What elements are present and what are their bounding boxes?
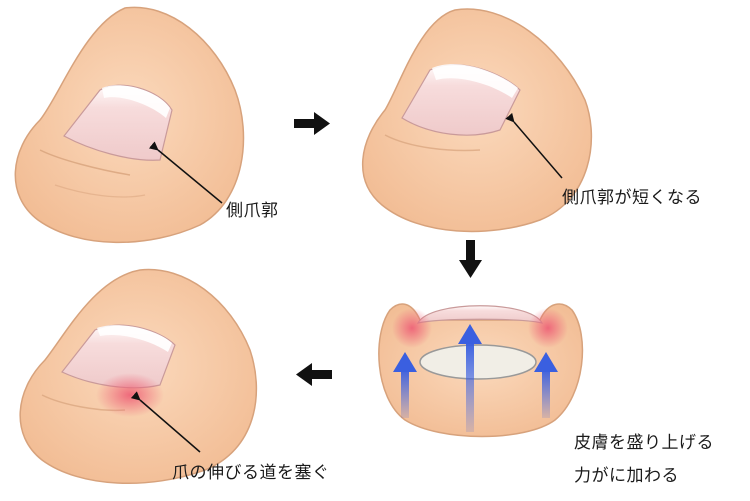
label-fold-shortened: 側爪郭が短くなる bbox=[562, 188, 702, 208]
step-arrow-down bbox=[459, 240, 482, 278]
toe-shortened-fold bbox=[361, 8, 593, 233]
pointer-line-2 bbox=[505, 112, 563, 179]
label-skin-bulge-line2: 力がに加わる bbox=[574, 466, 679, 486]
pointer-line-3 bbox=[130, 391, 201, 453]
toe-blocked-growth bbox=[19, 268, 258, 485]
label-blocks-growth: 爪の伸びる道を塞ぐ bbox=[172, 463, 330, 483]
step-arrow-left bbox=[296, 363, 332, 386]
step-arrow-right bbox=[294, 112, 330, 135]
toe-normal bbox=[14, 6, 245, 244]
label-skin-bulge-line1: 皮膚を盛り上げる bbox=[574, 433, 714, 453]
inflamed-fold bbox=[96, 373, 164, 417]
cross-section bbox=[378, 303, 584, 438]
label-lateral-nail-fold: 側爪郭 bbox=[226, 201, 279, 221]
inflammation-left bbox=[392, 308, 432, 348]
force-arrows bbox=[393, 324, 558, 432]
inflammation-right bbox=[528, 308, 568, 348]
pointer-line-1 bbox=[148, 141, 223, 204]
bone bbox=[419, 344, 537, 380]
